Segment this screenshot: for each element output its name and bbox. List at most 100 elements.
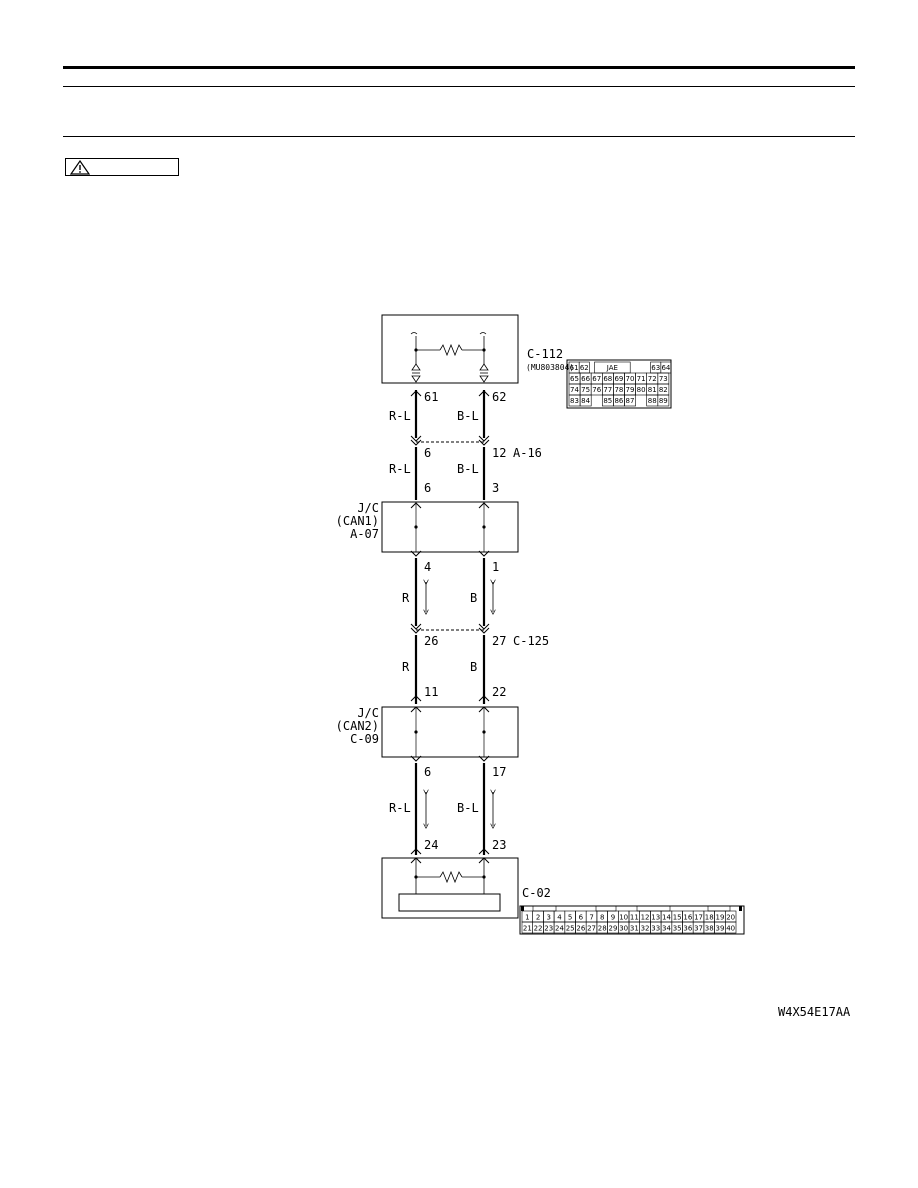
pin-number: 85 bbox=[603, 397, 612, 405]
pin-number: 21 bbox=[523, 925, 532, 933]
jc-can1-label: (CAN1) bbox=[336, 514, 379, 528]
header-rule-thick bbox=[63, 66, 855, 69]
pin-number: 64 bbox=[661, 364, 670, 372]
key-marker bbox=[521, 906, 524, 911]
pin-label: 62 bbox=[492, 390, 506, 404]
pin-number: 73 bbox=[659, 375, 668, 383]
pin-number: 29 bbox=[608, 925, 617, 933]
section-rule bbox=[63, 136, 855, 137]
pin-label: 23 bbox=[492, 838, 506, 852]
pin-number: 15 bbox=[673, 914, 682, 922]
pin-number: 82 bbox=[659, 386, 668, 394]
pin-number: 84 bbox=[581, 397, 590, 405]
pin-number: 26 bbox=[576, 925, 585, 933]
wire-color-label: R-L bbox=[389, 462, 411, 476]
pin-number: 18 bbox=[705, 914, 714, 922]
pin-number: 80 bbox=[637, 386, 646, 394]
wire-color-label: B-L bbox=[457, 462, 479, 476]
wire-color-label: B-L bbox=[457, 409, 479, 423]
pin-number: 1 bbox=[525, 914, 529, 922]
pin-number: 72 bbox=[648, 375, 657, 383]
pin-number: 35 bbox=[673, 925, 682, 933]
pin-number: 75 bbox=[581, 386, 590, 394]
pin-number: 8 bbox=[600, 914, 604, 922]
wire-color-label: R-L bbox=[389, 801, 411, 815]
pin-label: 17 bbox=[492, 765, 506, 779]
pin-number: 7 bbox=[589, 914, 593, 922]
pin-number: 9 bbox=[611, 914, 615, 922]
wire-color-label: B bbox=[470, 591, 477, 605]
junction-dot bbox=[482, 875, 486, 879]
pin-cell bbox=[579, 394, 592, 407]
header-rule-thin bbox=[63, 86, 855, 87]
pin-number: 61 bbox=[570, 364, 579, 372]
pin-number: 36 bbox=[683, 925, 692, 933]
jc-can2-label: (CAN2) bbox=[336, 719, 379, 733]
pin-number: 6 bbox=[579, 914, 584, 922]
pin-label: 22 bbox=[492, 685, 506, 699]
pin-number: 79 bbox=[626, 386, 635, 394]
jc-can1-box bbox=[381, 501, 519, 553]
pin-number: 17 bbox=[694, 914, 703, 922]
pin-number: 2 bbox=[536, 914, 540, 922]
pin-number: 38 bbox=[705, 925, 714, 933]
c112-frame bbox=[566, 359, 672, 409]
pin-number: 77 bbox=[603, 386, 612, 394]
wire-harness bbox=[414, 390, 486, 855]
wire-color-label: B bbox=[470, 660, 477, 674]
pin-number: 68 bbox=[603, 375, 612, 383]
ecu-module-block bbox=[398, 893, 501, 912]
junction-dot bbox=[414, 525, 418, 529]
pin-number: 70 bbox=[626, 375, 635, 383]
pin-number: 31 bbox=[630, 925, 639, 933]
pin-number: 4 bbox=[557, 914, 562, 922]
figure-code: W4X54E17AA bbox=[778, 1005, 851, 1019]
pin-number: 88 bbox=[648, 397, 657, 405]
pin-number: 12 bbox=[641, 914, 650, 922]
jc-can1-label: J/C bbox=[357, 501, 379, 515]
top-connector-part-number: (MU803804) bbox=[526, 363, 574, 372]
pin-number: 34 bbox=[662, 925, 671, 933]
pin-cell bbox=[624, 394, 636, 407]
jc-can2-label: C-09 bbox=[350, 732, 379, 746]
pin-number: 33 bbox=[651, 925, 660, 933]
pin-label: 3 bbox=[492, 481, 499, 495]
top-unit-box bbox=[381, 314, 519, 384]
pin-number: 3 bbox=[547, 914, 551, 922]
pin-number: 39 bbox=[715, 925, 724, 933]
pin-number: 14 bbox=[662, 914, 671, 922]
pin-label: 6 bbox=[424, 481, 431, 495]
pin-number: 71 bbox=[637, 375, 646, 383]
signal-direction-arrows bbox=[426, 582, 493, 612]
pin-number: 40 bbox=[726, 925, 735, 933]
pin-label: 6 bbox=[424, 446, 431, 460]
pin-number: 62 bbox=[580, 364, 589, 372]
wire-color-label: R bbox=[402, 591, 410, 605]
pin-number: 24 bbox=[555, 925, 564, 933]
pin-label: 24 bbox=[424, 838, 438, 852]
pin-label: 61 bbox=[424, 390, 438, 404]
pin-number: 76 bbox=[592, 386, 601, 394]
pin-number: 87 bbox=[626, 397, 635, 405]
wire-color-label: R-L bbox=[389, 409, 411, 423]
jc-can2-label: J/C bbox=[357, 706, 379, 720]
junction-dot bbox=[482, 525, 486, 529]
pin-number: 81 bbox=[648, 386, 657, 394]
wire-color-label: R bbox=[402, 660, 410, 674]
pin-number: 13 bbox=[651, 914, 660, 922]
pin-number: 23 bbox=[544, 925, 553, 933]
pin-number: 10 bbox=[619, 914, 628, 922]
connector-label-c125: C-125 bbox=[513, 634, 549, 648]
key-marker bbox=[739, 906, 742, 911]
key-tab bbox=[707, 905, 731, 912]
warning-triangle-icon bbox=[70, 160, 90, 175]
pin-label: 12 bbox=[492, 446, 506, 460]
key-tab bbox=[636, 905, 671, 912]
pin-label: 27 bbox=[492, 634, 506, 648]
pin-label: 11 bbox=[424, 685, 438, 699]
pin-number: 5 bbox=[568, 914, 572, 922]
pin-label: 4 bbox=[424, 560, 431, 574]
